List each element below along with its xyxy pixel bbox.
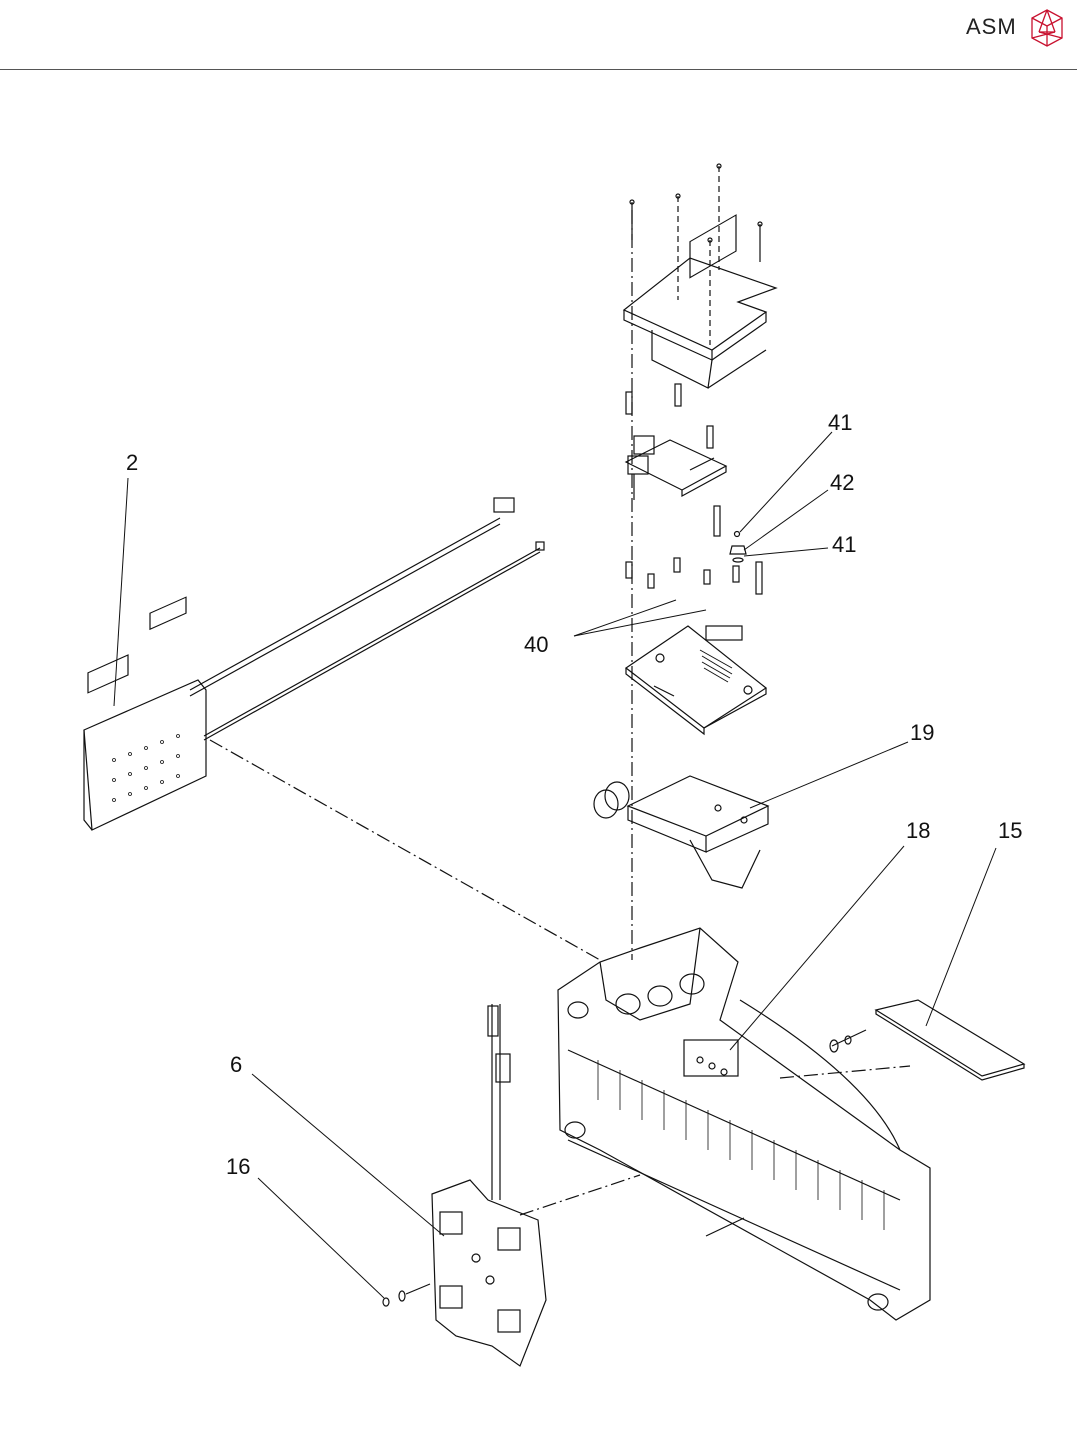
callout-19: 19 [910, 720, 934, 745]
electronics-module [84, 498, 544, 830]
top-cover-plate [624, 258, 776, 388]
end-plate-assembly [432, 1004, 546, 1366]
callout-15: 15 [998, 818, 1022, 843]
callout-18: 18 [906, 818, 930, 843]
label-plate [876, 1000, 1024, 1080]
mounting-screw [383, 1284, 430, 1306]
assembly-axis-line [780, 1066, 910, 1078]
callout-41-lower: 41 [832, 532, 856, 557]
assembly-axis-line [210, 740, 600, 960]
callout-41-upper: 41 [828, 410, 852, 435]
main-base-frame [558, 928, 930, 1320]
callout-2: 2 [126, 450, 138, 475]
washer-hardware [730, 532, 746, 563]
cover-screws [630, 164, 762, 345]
drive-mechanism [594, 776, 768, 888]
connector-bracket [626, 436, 726, 500]
assembly-axis-line [520, 1175, 640, 1215]
callout-16: 16 [226, 1154, 250, 1179]
callout-40: 40 [524, 632, 548, 657]
callout-6: 6 [230, 1052, 242, 1077]
callout-42: 42 [830, 470, 854, 495]
